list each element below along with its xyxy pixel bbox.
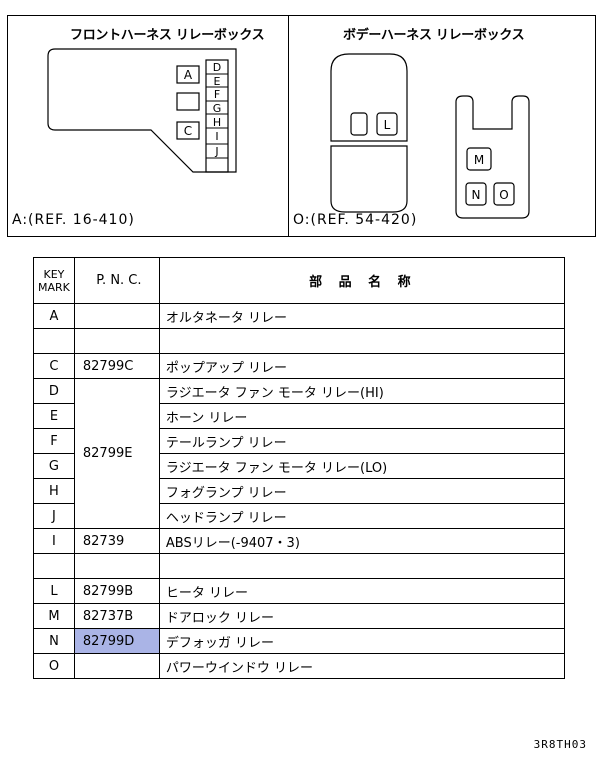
slot-column [205,59,229,173]
slot-blank [176,92,200,111]
table-row: E ホーン リレー [33,403,565,429]
row-part-name: オルタネータ リレー [158,303,565,329]
table-row: L 82799B ヒータ リレー [33,578,565,604]
row-key: O [33,653,75,679]
slot-i-label: I [215,130,218,143]
header-key-line2: MARK [38,280,70,294]
front-relay-box-drawing: A C D E F G H I J [47,48,237,173]
row-part-name: ホーン リレー [158,403,565,429]
table-row [33,328,565,354]
row-pnc [73,553,160,579]
row-part-name: ラジエータ ファン モータ リレー(HI) [158,378,565,404]
row-pnc [73,328,160,354]
row-pnc: 82799C [73,353,160,379]
row-key: D [33,378,75,404]
row-part-name: ポップアップ リレー [158,353,565,379]
row-key: A [33,303,75,329]
row-part-name [158,328,565,354]
row-part-name: デフォッガ リレー [158,628,565,654]
row-key: L [33,578,75,604]
row-part-name: ヒータ リレー [158,578,565,604]
row-pnc: 82739 [73,528,160,554]
row-part-name: パワーウインドウ リレー [158,653,565,679]
slot-f-label: F [214,88,220,101]
row-key: M [33,603,75,629]
row-part-name: ABSリレー(-9407・3) [158,528,565,554]
row-part-name: ラジエータ ファン モータ リレー(LO) [158,453,565,479]
slot-l [376,112,398,136]
row-part-name [158,553,565,579]
slot-d-label: D [213,61,221,74]
parts-table: KEY MARK P. N. C. 部 品 名 称 A オルタネータ リレー C… [33,257,565,679]
slot-c [176,121,200,140]
diagram-code: 3R8TH03 [533,738,587,751]
row-pnc: 82799B [73,578,160,604]
table-row: D 82799E ラジエータ ファン モータ リレー(HI) [33,378,565,529]
body-relay-box-drawing: L M N O [330,53,530,219]
table-row: F テールランプ リレー [33,428,565,454]
row-key: G [33,453,75,479]
slot-n-label: N [472,188,481,202]
row-part-name: ヘッドランプ リレー [158,503,565,529]
relay-box-diagram: フロントハーネス リレーボックス A C D E F G H I J A:(RE… [7,15,596,237]
front-panel-ref: A:(REF. 16-410) [12,212,135,228]
row-key: J [33,503,75,529]
row-pnc-merged: 82799E [73,378,160,529]
row-key: N [33,628,75,654]
slot-m [466,147,492,171]
row-pnc [73,653,160,679]
panel-divider [288,16,289,236]
slot-j-label: J [214,145,218,158]
row-pnc [73,303,160,329]
slot-n [465,182,487,206]
slot-m-label: M [474,153,484,167]
row-key: H [33,478,75,504]
slot-l-label: L [384,118,391,132]
table-row: M 82737B ドアロック リレー [33,603,565,629]
table-row [33,553,565,579]
row-key [33,553,75,579]
row-key: C [33,353,75,379]
row-pnc-highlighted[interactable]: 82799D [73,628,160,654]
row-key: F [33,428,75,454]
row-key [33,328,75,354]
body-panel-title: ボデーハーネス リレーボックス [343,28,525,43]
table-row: I 82739 ABSリレー(-9407・3) [33,528,565,554]
row-part-name: フォグランプ リレー [158,478,565,504]
header-key-mark: KEY MARK [33,257,75,304]
slot-c-label: C [184,124,192,138]
row-pnc: 82737B [73,603,160,629]
row-key: I [33,528,75,554]
table-row: C 82799C ポップアップ リレー [33,353,565,379]
slot-o [493,182,515,206]
slot-a-label: A [184,68,193,82]
header-part-name: 部 品 名 称 [158,257,565,304]
slot-h-label: H [213,116,221,129]
table-header-row: KEY MARK P. N. C. 部 品 名 称 [33,257,565,304]
header-pnc: P. N. C. [73,257,160,304]
row-key: E [33,403,75,429]
table-row: N 82799D デフォッガ リレー [33,628,565,654]
slot-a [176,65,200,84]
body-panel-ref: O:(REF. 54-420) [293,212,418,228]
slot-o-label: O [499,188,508,202]
row-part-name: ドアロック リレー [158,603,565,629]
table-row: O パワーウインドウ リレー [33,653,565,679]
table-row: A オルタネータ リレー [33,303,565,329]
slot-g-label: G [213,102,222,115]
front-panel-title: フロントハーネス リレーボックス [70,28,265,43]
row-part-name: テールランプ リレー [158,428,565,454]
slot-body-blank [350,112,368,136]
slot-e-label: E [214,75,221,88]
header-key-line1: KEY [43,267,65,281]
